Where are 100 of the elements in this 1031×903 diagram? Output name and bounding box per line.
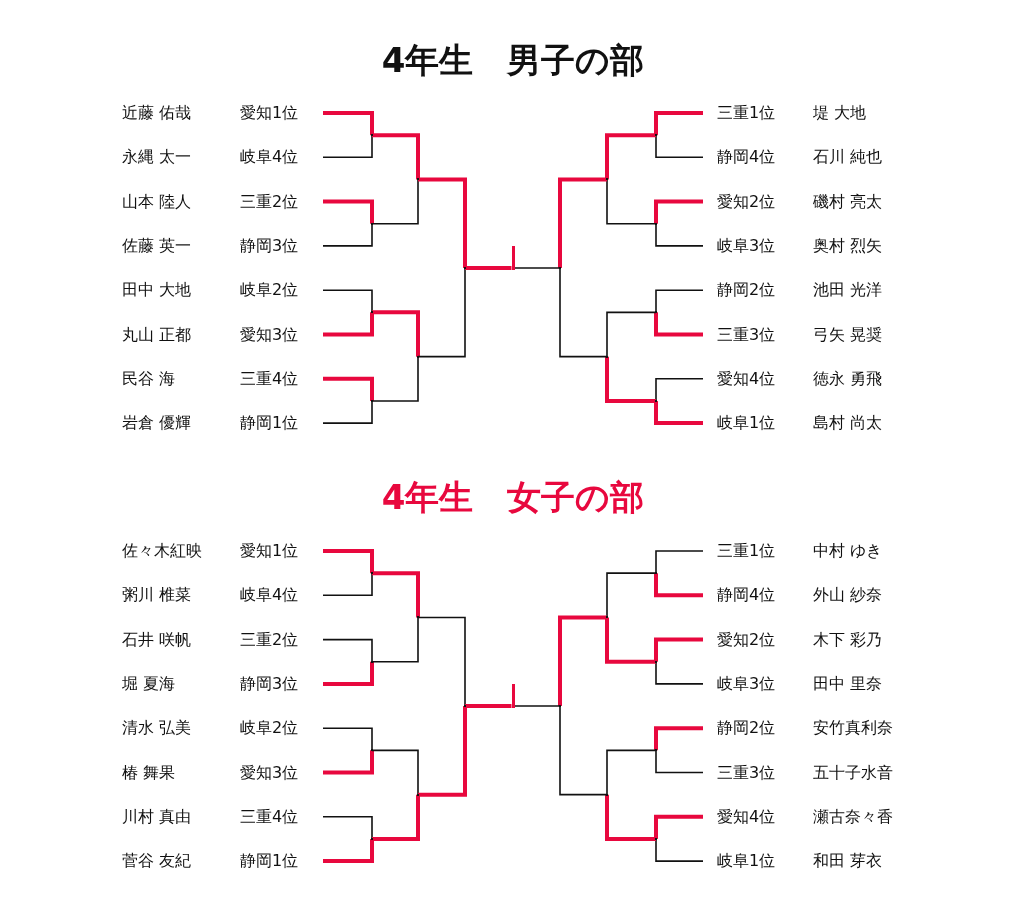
bracket-line [371, 355, 419, 402]
seed-rank: 愛知4位 [717, 367, 777, 390]
player-name: 五十子水音 [813, 761, 893, 784]
player-name: 外山 紗奈 [813, 584, 883, 607]
bracket-line [371, 616, 419, 663]
player-name: 石川 純也 [813, 146, 883, 169]
seed-rank: 静岡4位 [717, 146, 777, 169]
bracket-line [606, 572, 657, 619]
seed-rank: 静岡1位 [240, 412, 299, 435]
seed-rank: 三重4位 [240, 367, 299, 390]
bracket-line [558, 177, 607, 269]
bracket-line [654, 726, 703, 751]
seed-rank: 三重1位 [717, 102, 777, 124]
bracket-line [654, 573, 703, 598]
bracket-line [654, 312, 703, 337]
seed-rank: 愛知4位 [717, 805, 777, 828]
player-name: 佐藤 英一 [122, 234, 193, 257]
bracket-line [372, 794, 420, 841]
bracket-line [655, 134, 704, 159]
bracket-line [322, 727, 373, 752]
bracket-line [323, 661, 374, 686]
bracket-line [654, 814, 703, 839]
player-name: 堤 大地 [813, 102, 867, 124]
player-name: 山本 陸人 [122, 190, 193, 213]
bracket-line [323, 750, 374, 775]
player-name: 丸山 正都 [122, 323, 193, 346]
player-name: 奥村 烈矢 [813, 234, 883, 257]
winner-tick [511, 246, 515, 271]
seed-rank: 静岡3位 [240, 672, 299, 695]
section-heading: 4年生 女子の部 [381, 476, 645, 519]
bracket-line [323, 376, 374, 401]
player-name: 石井 咲帆 [122, 628, 193, 651]
bracket-line [371, 749, 419, 796]
winner-tick [511, 684, 515, 709]
player-name: 田中 大地 [122, 279, 193, 302]
bracket-line [372, 133, 420, 180]
seed-rank: 静岡2位 [717, 279, 777, 302]
seed-rank: 愛知3位 [240, 761, 299, 784]
bracket-line [655, 222, 704, 247]
seed-rank: 愛知3位 [240, 323, 299, 346]
bracket-line [655, 550, 704, 574]
seed-rank: 愛知1位 [240, 540, 299, 562]
seed-rank: 岐阜2位 [240, 279, 299, 302]
seed-rank: 静岡2位 [717, 717, 777, 740]
bracket-line [606, 311, 657, 358]
player-name: 安竹真利奈 [813, 717, 893, 740]
seed-rank: 岐阜2位 [240, 717, 299, 740]
bracket-line [606, 178, 657, 225]
player-name: 磯村 亮太 [813, 190, 883, 213]
seed-rank: 岐阜1位 [717, 850, 777, 873]
player-name: 池田 光洋 [813, 279, 883, 302]
bracket-line [513, 267, 561, 269]
bracket-line [605, 133, 656, 180]
seed-rank: 静岡1位 [240, 850, 299, 873]
seed-rank: 愛知2位 [717, 628, 777, 651]
bracket-line [558, 615, 607, 707]
player-name: 島村 尚太 [813, 412, 883, 435]
bracket-line [655, 838, 704, 862]
seed-rank: 岐阜4位 [240, 146, 299, 169]
bracket-line [465, 266, 514, 271]
player-name: 椿 舞果 [122, 761, 177, 784]
bracket-line [655, 749, 704, 774]
bracket-line [323, 199, 374, 224]
bracket-line [322, 572, 373, 597]
player-name: 川村 真由 [122, 805, 193, 828]
bracket-line [606, 749, 657, 796]
bracket-line [605, 794, 656, 841]
player-name: 瀬古奈々香 [813, 805, 893, 828]
bracket-line [417, 267, 466, 358]
seed-rank: 三重2位 [240, 628, 299, 651]
bracket-line [605, 617, 656, 664]
bracket-line [323, 549, 374, 574]
bracket-line [322, 638, 373, 663]
bracket-line [323, 312, 374, 337]
bracket-line [513, 705, 561, 707]
bracket-line [322, 134, 373, 159]
player-name: 清水 弘美 [122, 717, 193, 740]
player-name: 弓矢 晃奨 [813, 323, 883, 346]
bracket-line [371, 178, 419, 225]
bracket-line [323, 838, 374, 864]
bracket-line [654, 199, 703, 224]
bracket-line [372, 310, 420, 357]
player-name: 永縄 太一 [122, 146, 193, 169]
player-name: 堀 夏海 [122, 672, 177, 695]
bracket-line [322, 816, 373, 840]
seed-rank: 愛知2位 [717, 190, 777, 213]
player-name: 民谷 海 [122, 367, 177, 390]
player-name: 木下 彩乃 [813, 628, 883, 651]
bracket-line [323, 111, 374, 136]
bracket-line [417, 616, 466, 707]
bracket-line [605, 356, 656, 403]
player-name: 中村 ゆき [813, 540, 883, 562]
section-heading: 4年生 男子の部 [381, 39, 645, 82]
seed-rank: 三重4位 [240, 805, 299, 828]
seed-rank: 三重3位 [717, 323, 777, 346]
bracket-line [418, 706, 467, 797]
bracket-line [372, 571, 420, 618]
bracket-line [654, 637, 703, 662]
seed-rank: 三重3位 [717, 761, 777, 784]
seed-rank: 岐阜3位 [717, 672, 777, 695]
